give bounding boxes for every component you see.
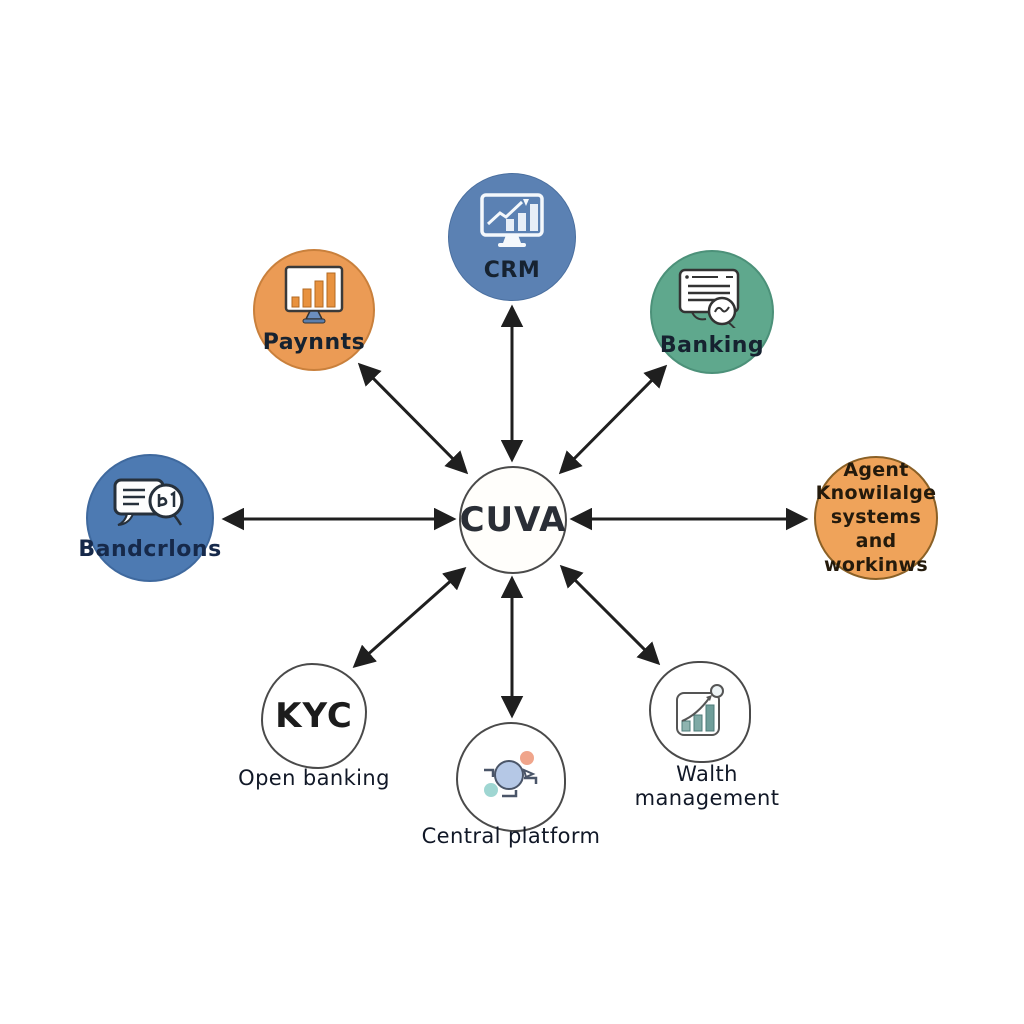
- chat-bubbles-icon: [113, 478, 184, 526]
- monitor-bar-chart-icon: [284, 265, 344, 324]
- node-crm: CRM: [448, 173, 576, 301]
- node-crm-label: CRM: [483, 258, 541, 283]
- growth-chart-icon: [676, 684, 724, 736]
- monitor-line-chart-icon: [480, 193, 544, 247]
- arrow-cuva-banking: [558, 364, 668, 475]
- abstract-platform-icon: [484, 751, 538, 798]
- node-banking: Banking: [650, 250, 774, 374]
- arrow-cuva-kyc: [352, 567, 467, 668]
- node-central-platform-caption: Central platform: [421, 824, 601, 848]
- node-wealth-management: [649, 661, 751, 763]
- node-agent-knowledge-label: Agent Knowilalge systems and workinws: [815, 458, 937, 576]
- document-chat-icon: [678, 268, 740, 328]
- arrow-cuva-payments: [357, 362, 469, 475]
- node-cuva-label: CUVA: [459, 500, 567, 540]
- node-cuva: CUVA: [459, 466, 567, 574]
- node-payments-label: Paynnts: [262, 330, 366, 355]
- node-agent-knowledge: Agent Knowilalge systems and workinws: [814, 456, 938, 580]
- node-kyc: KYC: [261, 663, 367, 769]
- node-central-platform: [456, 722, 566, 832]
- arrow-cuva-wealth: [559, 564, 661, 666]
- node-wealth-management-caption: Walth management: [634, 762, 780, 810]
- node-payments: Paynnts: [253, 249, 375, 371]
- node-banking-label: Banking: [659, 333, 765, 358]
- node-kyc-caption: Open banking: [238, 766, 390, 790]
- node-interactions: Bandcrlons: [78, 454, 221, 582]
- node-interactions-label: Bandcrlons: [78, 537, 222, 562]
- node-kyc-label: KYC: [275, 696, 353, 736]
